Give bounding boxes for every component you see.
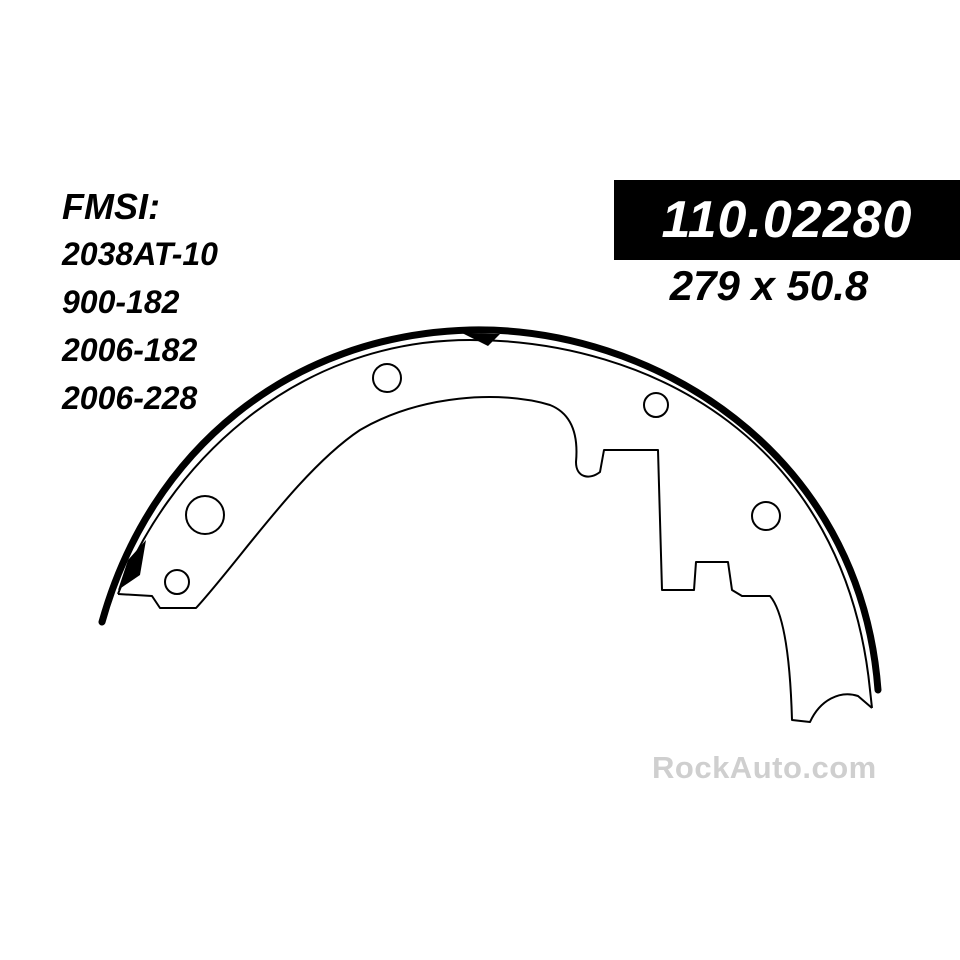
fmsi-list: 2038AT-10 900-182 2006-182 2006-228	[62, 230, 362, 422]
rockauto-watermark: RockAuto.com	[652, 750, 877, 785]
fmsi-number: 2038AT-10	[62, 236, 218, 272]
fmsi-title: FMSI:	[62, 186, 160, 227]
shoe-web-outer	[117, 338, 873, 709]
fmsi-block: FMSI: 2038AT-10 900-182 2006-182 2006-22…	[62, 186, 362, 422]
brake-lining-arc	[98, 326, 882, 694]
part-number-box: 110.02280	[614, 180, 960, 260]
shoe-hole	[164, 569, 190, 595]
shoe-web-profile	[117, 396, 873, 723]
fmsi-number: 2006-182	[62, 332, 198, 368]
shoe-hole	[372, 363, 402, 393]
shoe-hole	[643, 392, 669, 418]
part-number: 110.02280	[661, 191, 913, 249]
shoe-hole	[185, 495, 225, 535]
shoe-hole	[751, 501, 781, 531]
fmsi-number: 2006-228	[62, 380, 198, 416]
fmsi-number: 900-182	[62, 284, 180, 320]
part-dimensions: 279 x 50.8	[669, 262, 869, 309]
